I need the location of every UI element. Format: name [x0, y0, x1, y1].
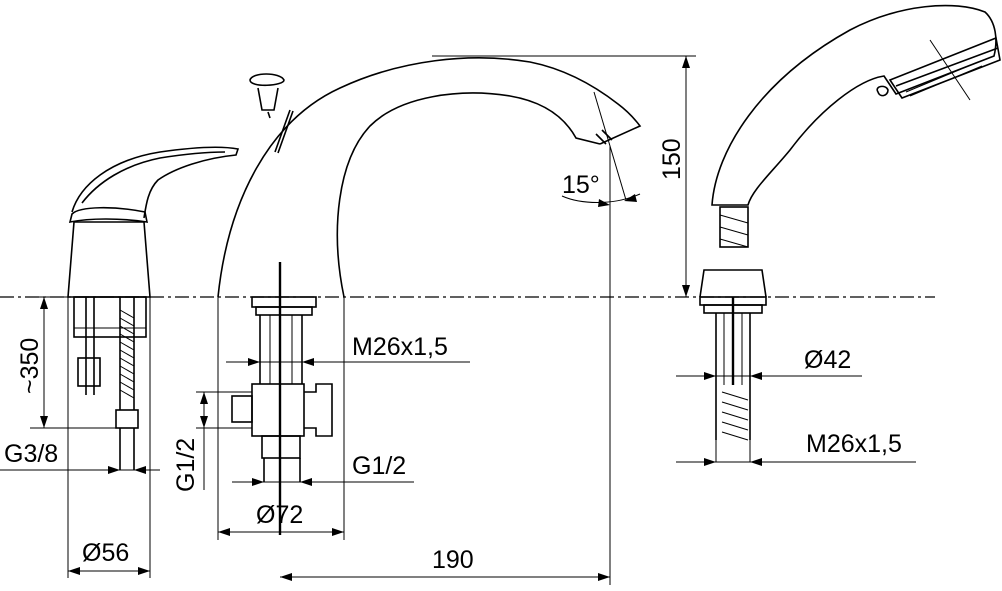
- mixer-lever-body: [67, 146, 240, 298]
- dim-d42: [676, 372, 862, 380]
- dim-d56: [67, 297, 151, 578]
- label-spout-height: 150: [658, 138, 686, 180]
- pop-up-knob: [249, 73, 294, 154]
- dim-g12-bottom: [232, 478, 414, 486]
- label-thread-spout: M26x1,5: [352, 333, 448, 361]
- label-spout-reach: 190: [432, 546, 474, 574]
- spout-under-counter: [231, 262, 333, 535]
- dim-g12-side: [196, 391, 252, 490]
- label-thread-side: G1/2: [172, 438, 200, 492]
- label-base-diameter-spout: Ø72: [256, 501, 303, 529]
- dim-190: [280, 146, 611, 585]
- label-base-diameter-shower: Ø42: [804, 346, 851, 374]
- dim-approx-350: [30, 296, 116, 429]
- label-spout-angle: 15°: [562, 171, 600, 199]
- label-approx-length: ~350: [16, 338, 44, 394]
- dim-m26-shower: [676, 440, 916, 466]
- label-base-diameter-left: Ø56: [82, 539, 129, 567]
- dim-g38: [0, 466, 160, 474]
- dim-m26-spout: [226, 358, 470, 366]
- mixer-lever-under-counter: [73, 296, 147, 470]
- dim-150: [432, 55, 696, 297]
- label-thread-inlet: G3/8: [4, 440, 58, 468]
- hand-shower: [699, 4, 1001, 441]
- dim-15-degree: [561, 91, 641, 207]
- label-thread-shower: M26x1,5: [806, 430, 902, 458]
- spout-body: [217, 57, 642, 298]
- dim-d72: [217, 297, 345, 540]
- label-thread-bottom: G1/2: [352, 452, 406, 480]
